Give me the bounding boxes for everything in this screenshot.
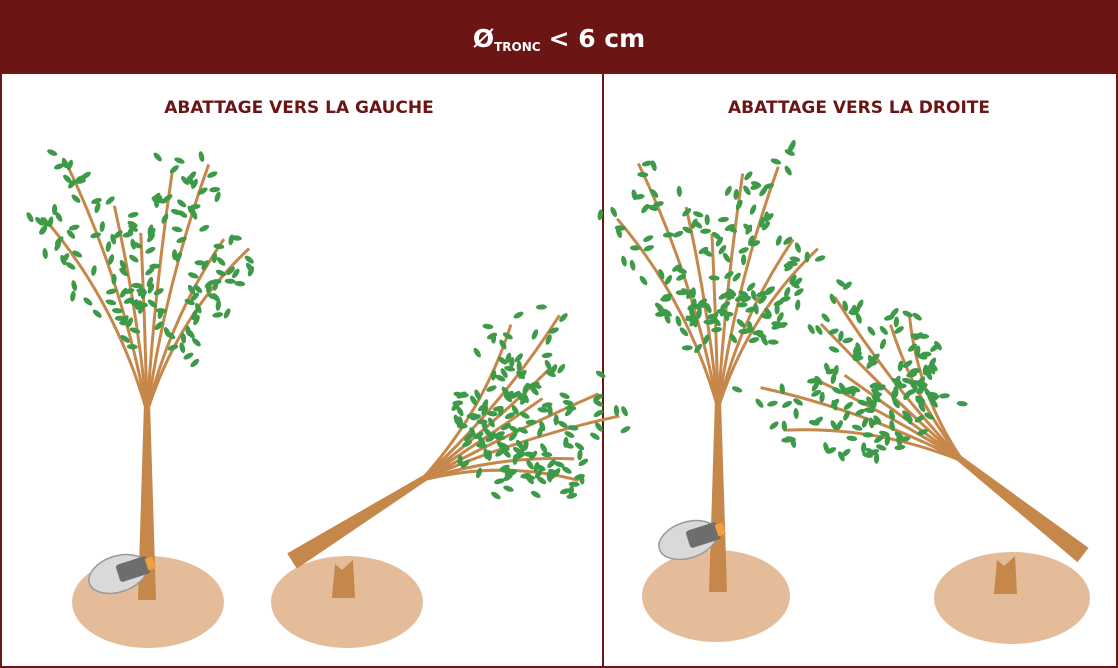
panel-title-left: ABATTAGE VERS LA GAUCHE	[164, 98, 434, 118]
panel-title-right: ABATTAGE VERS LA DROITE	[728, 98, 990, 118]
felling-illustration	[26, 139, 1090, 648]
ground-left-felled	[271, 556, 423, 648]
diameter-condition: < 6 cm	[548, 23, 646, 53]
header-banner: Ø TRONC < 6 cm	[2, 2, 1116, 74]
stump-icon	[332, 560, 355, 598]
diameter-symbol: Ø	[472, 23, 495, 53]
stump-icon	[994, 556, 1017, 594]
chainsaw-icon	[658, 519, 726, 561]
diameter-subscript: TRONC	[494, 40, 541, 54]
ground-right-standing	[642, 550, 790, 642]
felled-tree-icon	[731, 279, 1089, 563]
chainsaw-icon	[88, 553, 156, 595]
felled-tree-icon	[287, 304, 631, 569]
ground-right-felled	[934, 552, 1090, 644]
panel-divider	[602, 74, 604, 666]
tree-icon	[26, 149, 255, 600]
